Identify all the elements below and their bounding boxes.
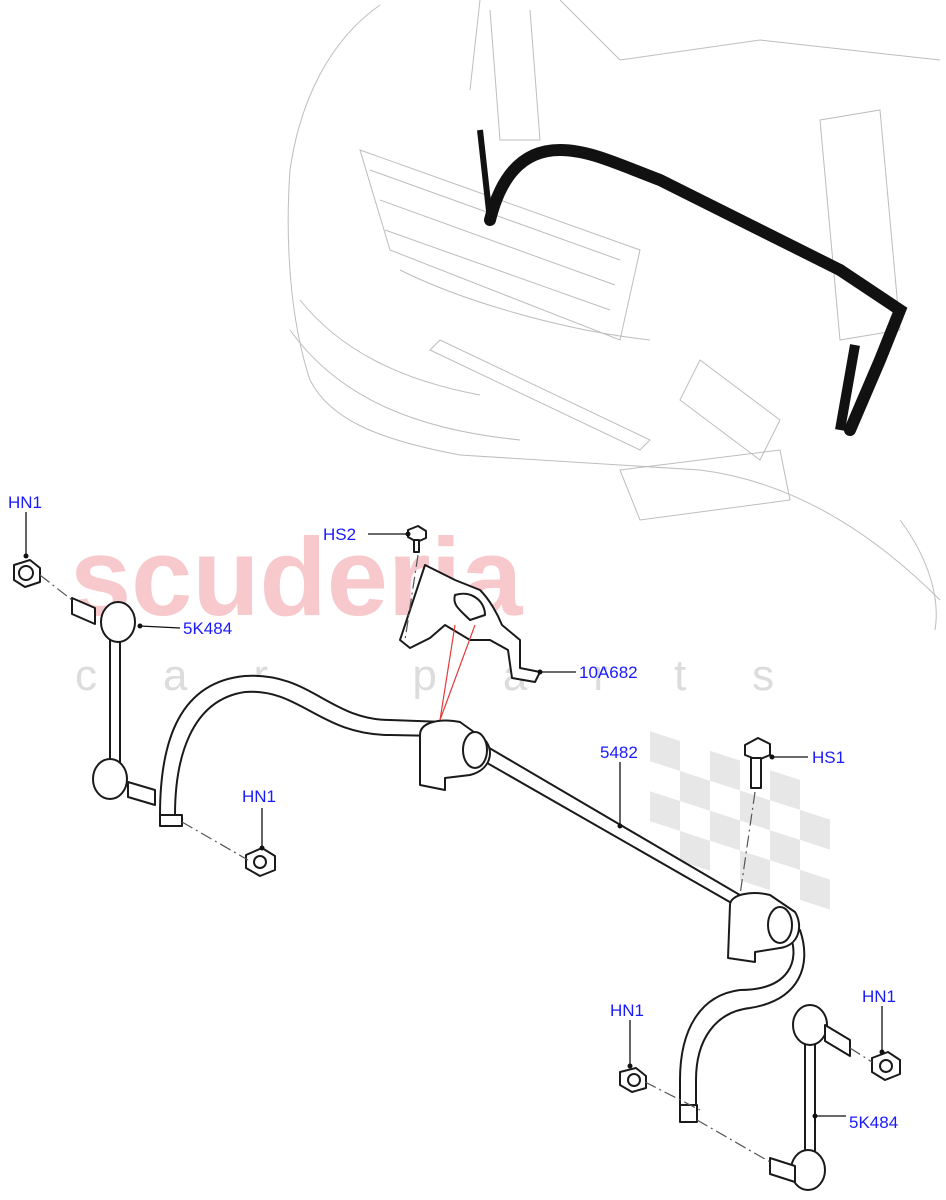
label-hn1-bottom-right: HN1 [862, 987, 896, 1006]
centre-lines [39, 554, 873, 1163]
checkered-flag-icon [650, 731, 830, 910]
nut-hn1-bottom-left [619, 1067, 647, 1093]
nut-hn1-center [245, 847, 276, 877]
bracket-10a682 [399, 564, 541, 683]
alignment-lines [439, 624, 476, 721]
label-hs1: HS1 [812, 748, 845, 767]
bolt-hs2 [407, 525, 427, 553]
stabilizer-link-left [71, 597, 156, 806]
bushing-right [727, 892, 801, 963]
label-hn1-center: HN1 [242, 787, 276, 806]
label-hs2: HS2 [323, 525, 356, 544]
label-10a682: 10A682 [579, 663, 638, 682]
label-5482: 5482 [600, 743, 638, 762]
stabilizer-link-right [769, 1004, 851, 1191]
bolt-hs1 [744, 737, 771, 789]
label-5k484-right: 5K484 [849, 1113, 898, 1132]
bushing-left [419, 719, 491, 791]
nut-hn1-bottom-right [871, 1051, 901, 1081]
label-5k484-left: 5K484 [183, 619, 232, 638]
nut-hn1-top-left [13, 559, 41, 588]
installed-stabilizer-bar [477, 129, 908, 436]
label-hn1-bottom-left: HN1 [610, 1001, 644, 1020]
watermark-sub: car parts [75, 651, 840, 700]
callouts: HN1 HS2 5K484 10A682 HN1 5482 HS1 HN1 HN… [8, 493, 898, 1132]
label-hn1-top-left: HN1 [8, 493, 42, 512]
